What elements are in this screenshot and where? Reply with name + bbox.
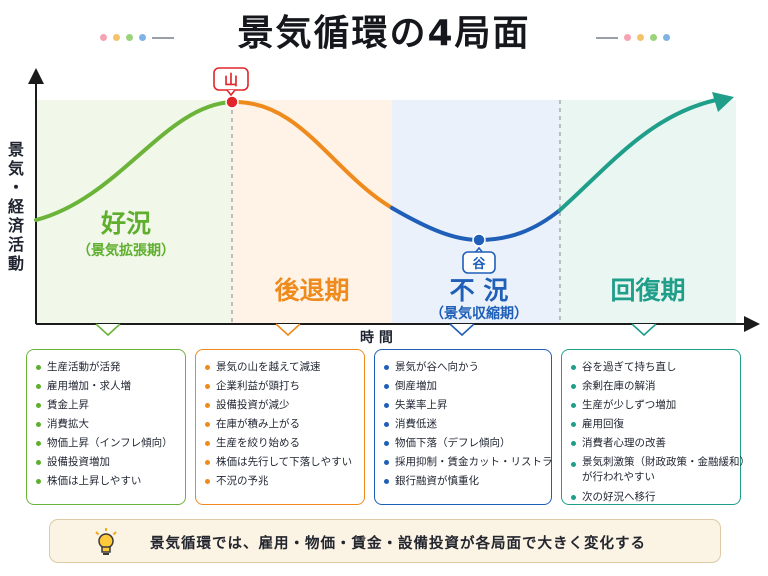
list-item: 谷を過ぎて持ち直し <box>570 358 734 377</box>
list-item: 設備投資増加 <box>35 453 179 472</box>
phase-bg-depression <box>392 100 560 324</box>
list-item: 景気が谷へ向かう <box>383 358 545 377</box>
phase-title-recovery: 回復期 <box>610 276 686 305</box>
list-item: 物価下落（デフレ傾向） <box>383 434 545 453</box>
curve-recession <box>230 99 394 210</box>
curve-boom <box>34 100 234 222</box>
list-item: 消費低迷 <box>383 415 545 434</box>
phase-box-boom: 生産活動が活発 雇用増加・求人増 賃金上昇 消費拡大 物価上昇（インフレ傾向） … <box>26 349 186 505</box>
list-item: 銀行融資が慎重化 <box>383 472 545 491</box>
list-item: 物価上昇（インフレ傾向） <box>35 434 179 453</box>
list-item: 倒産増加 <box>383 377 545 396</box>
list-item: 次の好況へ移行 <box>570 488 734 507</box>
peak-point <box>225 95 239 109</box>
list-item: 消費者心理の改善 <box>570 434 734 453</box>
list-item: 賃金上昇 <box>35 396 179 415</box>
y-axis-label: 景気・ 経済活 動 <box>7 140 24 273</box>
curve-recovery <box>558 98 718 212</box>
phase-box-depression: 景気が谷へ向かう 倒産増加 失業率上昇 消費低迷 物価下落（デフレ傾向） 採用抑… <box>374 349 553 505</box>
trough-label-box <box>462 251 496 274</box>
list-item: 生産を絞り始める <box>204 434 358 453</box>
summary-banner: 景気循環では、雇用・物価・賃金・設備投資が各局面で大きく変化する <box>49 519 721 563</box>
list-item: 株価は上昇しやすい <box>35 472 179 491</box>
page-title: 景気循環の4局面 <box>237 13 531 54</box>
phase-title-depression: 不 況 <box>449 276 509 305</box>
phase-title-recession: 後退期 <box>274 276 350 305</box>
list-item: 在庫が積み上がる <box>204 415 358 434</box>
phase-title-boom: 好況 <box>100 209 151 238</box>
trough-label: 谷 <box>472 256 486 272</box>
peak-label: 山 <box>224 73 238 89</box>
list-item: 株価は先行して下落しやすい <box>204 453 358 472</box>
phase-bg-boom <box>36 100 232 324</box>
list-item: 雇用回復 <box>570 415 734 434</box>
phase-subtitle-depression: （景気収縮期） <box>430 306 528 322</box>
list-item: 雇用増加・求人増 <box>35 377 179 396</box>
phase-bg-recovery <box>560 100 736 324</box>
list-item: 景気刺激策（財政政策・金融緩和） <box>570 455 750 470</box>
curve-arrowhead <box>712 92 734 112</box>
trough-point <box>472 233 486 247</box>
list-item: 生産が少しずつ増加 <box>570 396 734 415</box>
summary-text: 景気循環では、雇用・物価・賃金・設備投資が各局面で大きく変化する <box>150 536 646 552</box>
title-dots-left <box>100 34 174 41</box>
list-item: 消費拡大 <box>35 415 179 434</box>
list-item: 不況の予兆 <box>204 472 358 491</box>
list-item: が行われやすい <box>582 471 655 483</box>
list-item: 生産活動が活発 <box>35 358 179 377</box>
list-item: 採用抑制・賃金カット・リストラ <box>383 453 553 472</box>
phase-box-recession: 景気の山を越えて減速 企業利益が頭打ち 設備投資が減少 在庫が積み上がる 生産を… <box>195 349 365 505</box>
title-dots-right <box>596 34 670 41</box>
list-item: 企業利益が頭打ち <box>204 377 358 396</box>
phase-subtitle-boom: （景気拡張期） <box>77 243 175 259</box>
business-cycle-diagram: 山 谷 <box>28 67 760 337</box>
list-item: 余剰在庫の解消 <box>570 377 734 396</box>
list-item: 景気の山を越えて減速 <box>204 358 358 377</box>
list-item: 失業率上昇 <box>383 396 545 415</box>
phase-box-recovery: 谷を過ぎて持ち直し 余剰在庫の解消 生産が少しずつ増加 雇用回復 消費者心理の改… <box>561 349 750 507</box>
x-axis-label: 時 間 <box>360 330 393 346</box>
lightbulb-icon <box>95 528 117 555</box>
list-item: 設備投資が減少 <box>204 396 358 415</box>
